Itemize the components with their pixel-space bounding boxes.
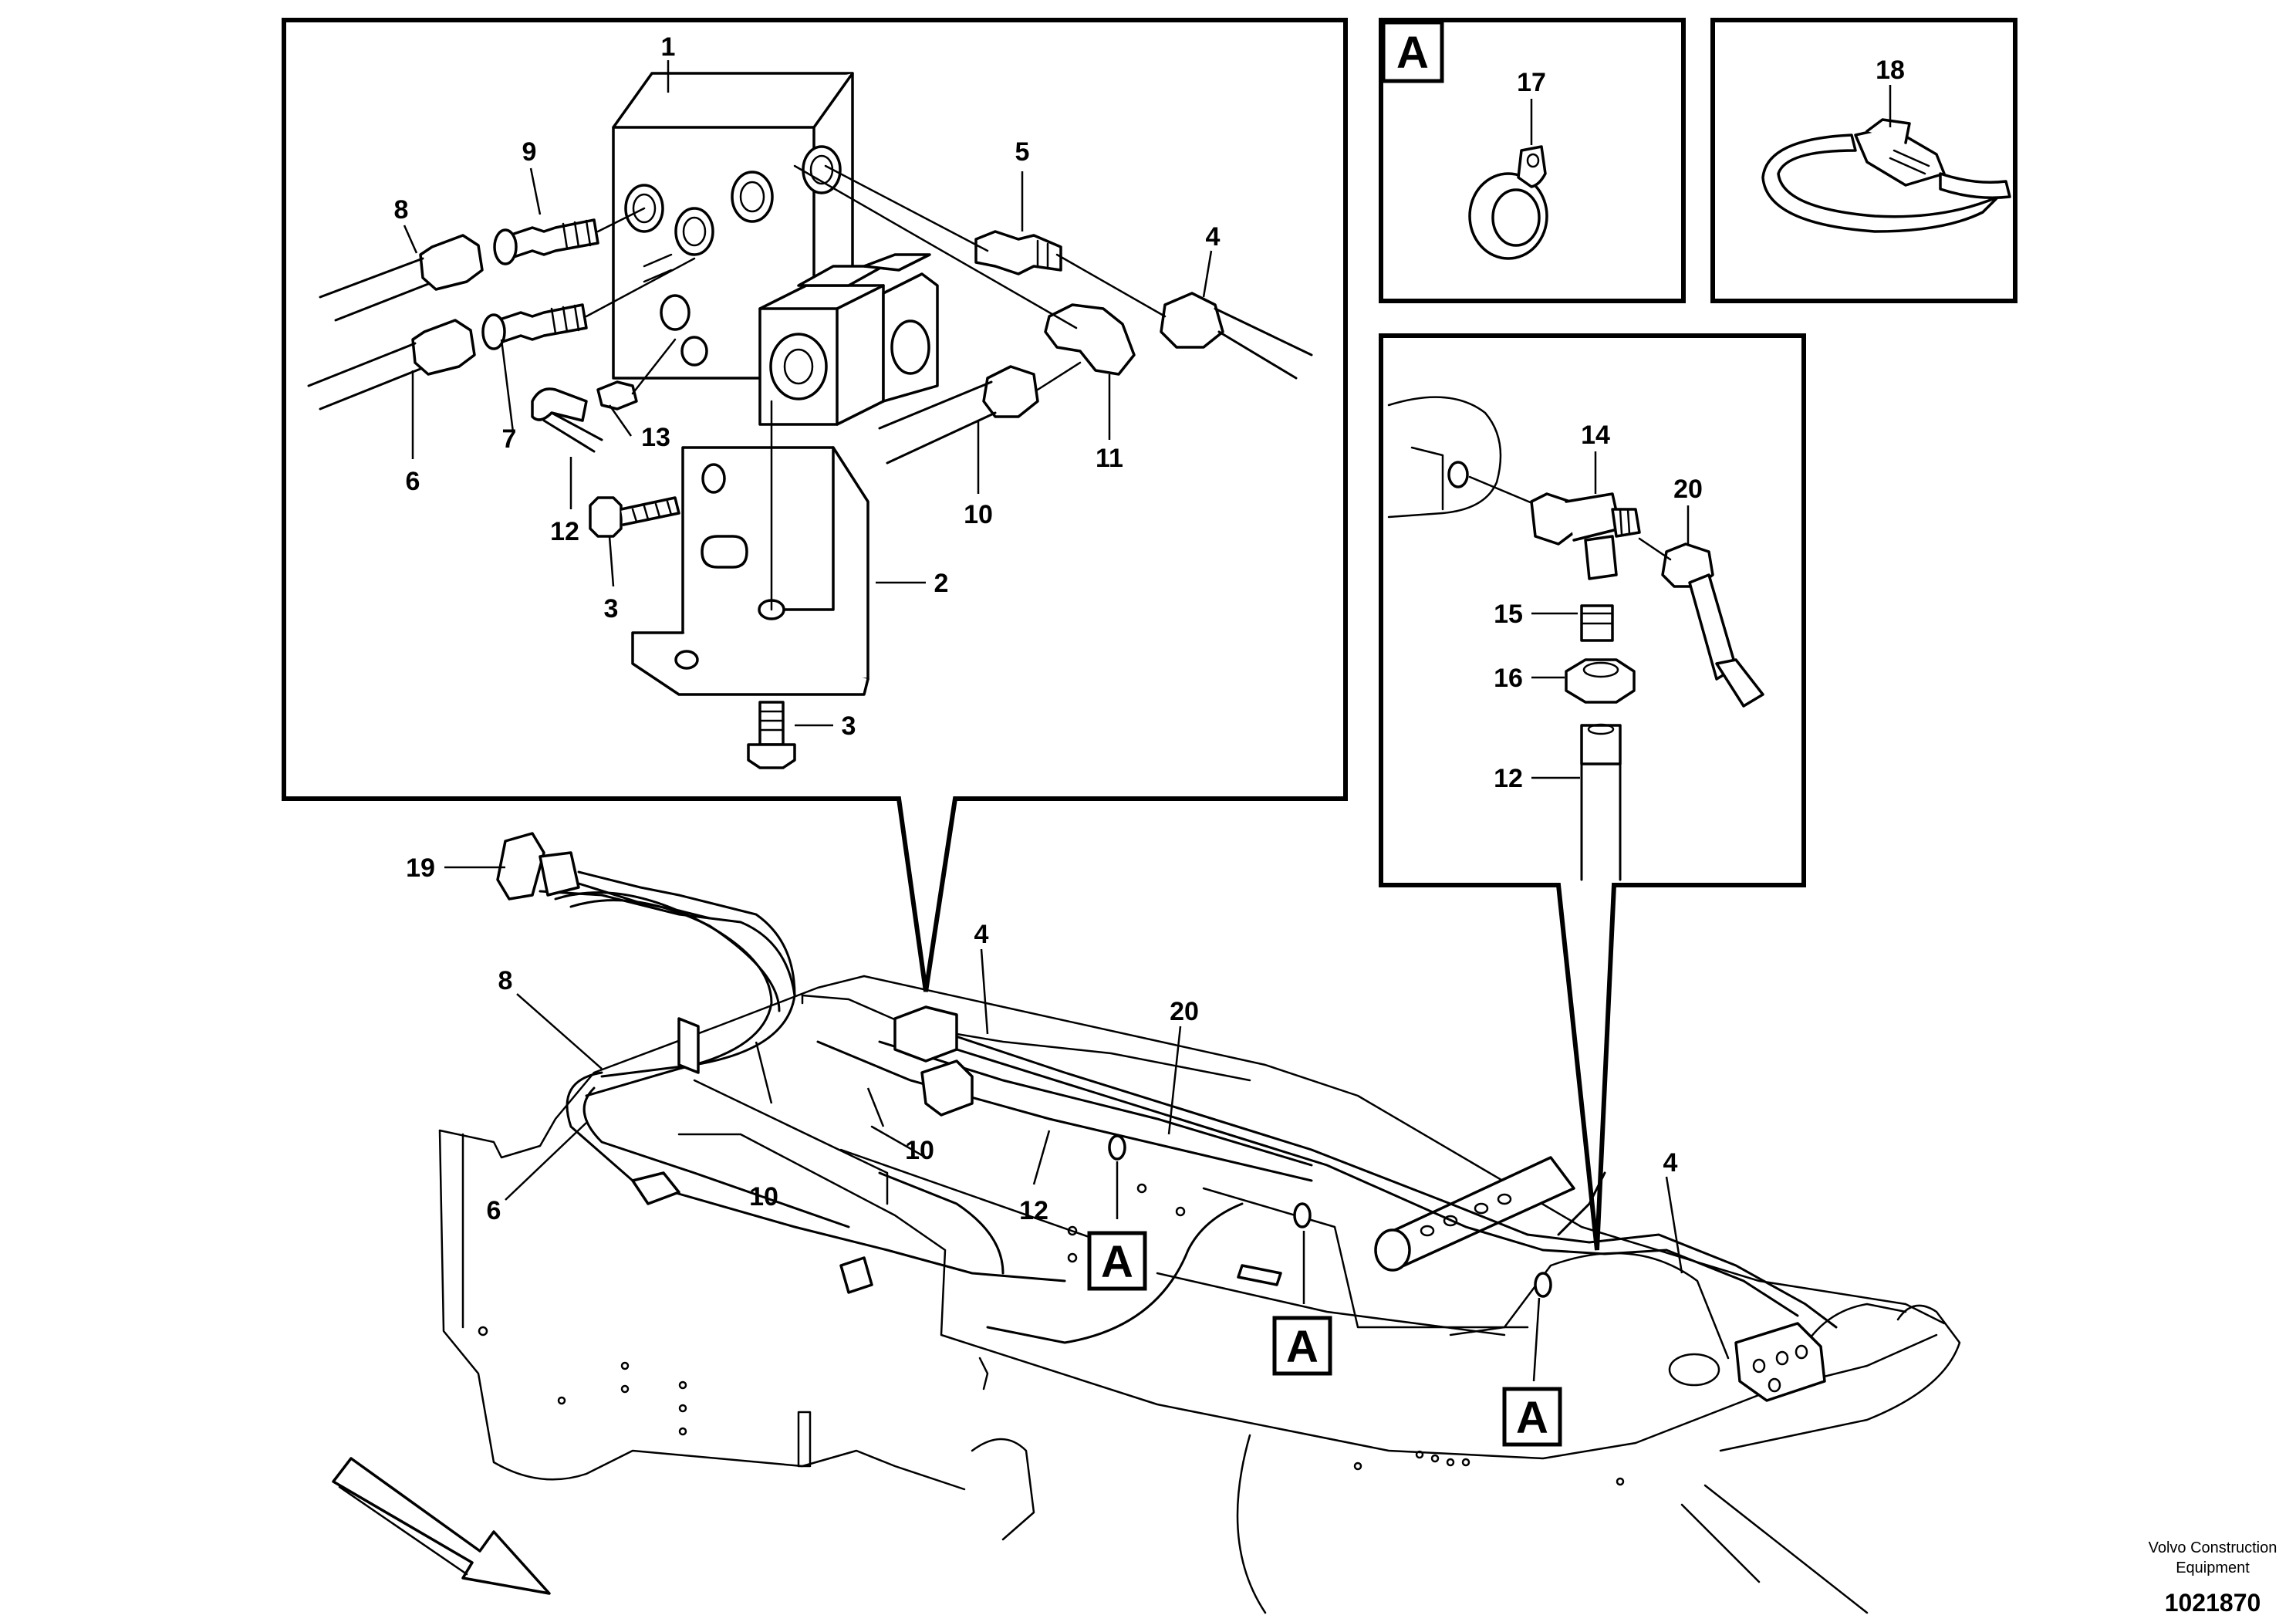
svg-text:A: A <box>1516 1393 1548 1443</box>
hoses-left <box>307 234 638 453</box>
mounting-bracket <box>631 400 869 696</box>
tee-fitting-assembly <box>1387 396 1764 881</box>
callout-12-frame: 12 <box>1019 1196 1048 1225</box>
fittings-right <box>585 164 1313 465</box>
svg-text:A: A <box>1101 1237 1133 1287</box>
callout-15: 15 <box>1494 600 1523 629</box>
company-name-line2: Equipment <box>2176 1559 2250 1576</box>
callout-18: 18 <box>1876 56 1905 85</box>
callout-19: 19 <box>406 853 435 883</box>
bolt-upper <box>589 496 680 538</box>
callout-10: 10 <box>964 500 993 529</box>
detail-marker-a-3: A <box>1502 1387 1562 1447</box>
callout-12-detail: 12 <box>1494 764 1523 793</box>
callout-8: 8 <box>394 195 409 225</box>
callout-13: 13 <box>641 423 670 452</box>
fitting-left <box>481 218 599 350</box>
callout-2: 2 <box>934 569 949 598</box>
callout-7: 7 <box>502 424 517 454</box>
callout-11: 11 <box>1096 444 1123 473</box>
drawing-footer: Volvo Construction Equipment 1021870 <box>2149 1539 2277 1617</box>
strap-detail-panel: 18 <box>1710 18 2017 303</box>
callout-6-frame: 6 <box>487 1196 501 1225</box>
valve-detail-panel: 1 2 3 3 4 5 6 7 8 9 10 11 12 13 <box>282 18 1348 992</box>
machine-frame-assembly: A A A 19 8 6 10 10 4 20 12 4 <box>332 832 1961 1614</box>
callout-20-detail: 20 <box>1673 475 1703 504</box>
tee-detail-panel: 14 20 15 16 12 <box>1379 333 1806 1251</box>
callout-10-frame-a: 10 <box>749 1182 778 1211</box>
callout-12: 12 <box>550 517 579 546</box>
detail-marker-a-2: A <box>1272 1316 1332 1376</box>
frame-leaders <box>444 866 1683 1382</box>
callout-10-frame-b: 10 <box>905 1136 934 1165</box>
drawing-number: 1021870 <box>2165 1589 2261 1617</box>
callout-16: 16 <box>1494 664 1523 693</box>
detail-marker-a-1: A <box>1087 1231 1147 1291</box>
hydraulic-valve-block-small <box>1734 1322 1826 1402</box>
valve-block <box>612 72 854 380</box>
clip-part <box>1468 145 1548 260</box>
callout-14: 14 <box>1581 421 1610 450</box>
cross-tube <box>1374 1156 1575 1272</box>
callout-17: 17 <box>1517 68 1546 97</box>
callout-4: 4 <box>1206 222 1221 252</box>
callout-9: 9 <box>522 137 537 167</box>
callout-4-frame-a: 4 <box>974 920 989 949</box>
valve-detail-leaders <box>403 60 1213 727</box>
callout-4-frame-b: 4 <box>1663 1148 1678 1178</box>
solenoid-coils <box>758 253 939 426</box>
callout-6: 6 <box>406 467 420 496</box>
callout-20-frame: 20 <box>1170 997 1199 1026</box>
callout-3-upper: 3 <box>604 594 619 623</box>
bolt-lower <box>747 701 796 769</box>
callout-5: 5 <box>1015 137 1030 167</box>
solenoid-frame-small <box>893 1005 974 1117</box>
callout-1: 1 <box>661 32 676 62</box>
electrical-connector <box>496 832 796 997</box>
detail-marker-a-header: A <box>1381 20 1444 83</box>
clip-detail-panel: A 17 <box>1379 18 1686 303</box>
company-name-line1: Volvo Construction <box>2149 1539 2277 1556</box>
frame-holes <box>478 1183 1625 1486</box>
svg-text:A: A <box>1286 1322 1319 1372</box>
callout-3-lower: 3 <box>842 711 856 741</box>
svg-text:A: A <box>1396 28 1429 78</box>
direction-arrow-icon <box>332 1457 551 1595</box>
callout-8-frame: 8 <box>498 966 513 995</box>
